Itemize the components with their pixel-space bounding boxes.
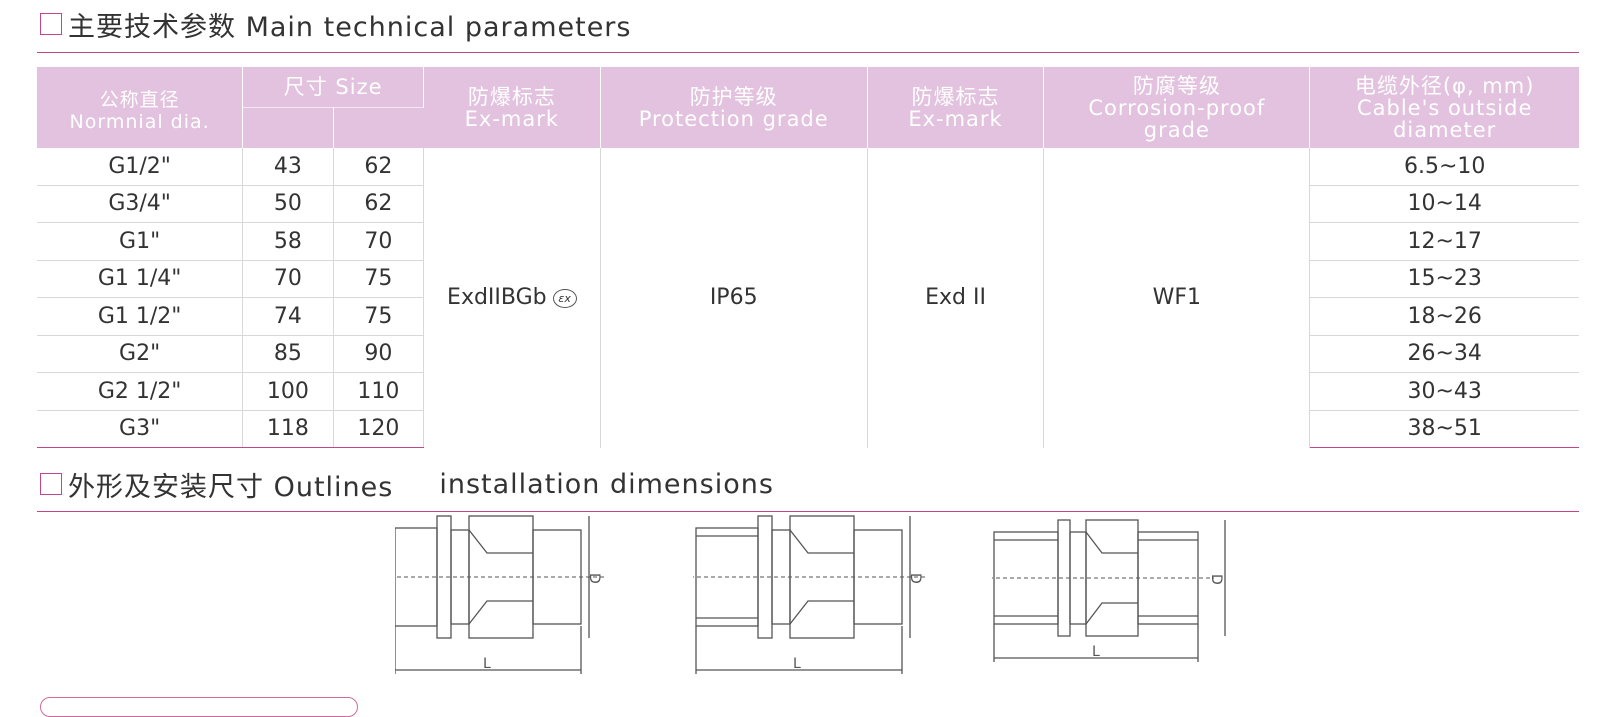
header-size-sub-1 [242,106,334,148]
cell-size-1: 50 [242,184,334,223]
outline-drawing-1: L D [395,515,605,674]
cell-dia: G1/2" [37,148,244,185]
cell-size-2: 90 [333,334,425,373]
cell-size-1: 100 [242,372,334,410]
cell-corrosion: WF1 [1043,148,1311,448]
header-corrosion-en2: grade [1143,117,1210,142]
section-title-parameters-text: 主要技术参数 Main technical parameters [68,11,632,43]
header-nominal-dia-en: Normnial dia. [69,110,210,133]
cell-size-2: 75 [333,297,425,335]
header-corrosion: 防腐等级 Corrosion-proof grade [1043,67,1311,148]
cell-size-2: 120 [333,409,425,448]
header-exmark-2-cn: 防爆标志 [911,84,1000,109]
header-size-sub-2 [333,106,424,148]
cell-size-1: 118 [242,409,334,448]
cell-cable: 26~34 [1309,334,1579,373]
header-protection-en: Protection grade [638,106,829,131]
section-title-outlines: 外形及安装尺寸 Outlines installation dimensions [40,466,774,503]
cell-size-1: 58 [242,222,334,260]
header-protection: 防护等级 Protection grade [600,67,868,148]
table-row: G2" 85 90 26~34 [37,334,1579,373]
section-divider [37,52,1579,53]
cell-cable: 6.5~10 [1403,153,1486,179]
cell-size-2: 62 [333,184,425,223]
header-exmark-2-en: Ex-mark [908,106,1003,131]
cell-size-1: 74 [242,297,334,335]
exmark-1-text: ExdIIBGb [447,285,547,311]
cell-dia: G1" [37,222,244,260]
header-exmark-1-cn: 防爆标志 [467,84,556,109]
parameters-table: 公称直径 Normnial dia. 尺寸 Size 防爆标志 Ex-mark … [37,67,1579,448]
table-row: G3/4" 50 62 10~14 [37,184,1579,223]
cell-protection: IP65 [600,148,868,448]
header-exmark-1-en: Ex-mark [464,106,560,131]
dimension-label-diameter: D [907,573,923,584]
header-size: 尺寸 Size [242,67,425,107]
cell-cable: 38~51 [1309,409,1579,448]
cell-cable: 15~23 [1309,259,1579,298]
table-row: G1" 58 70 12~17 [37,222,1579,260]
ex-symbol-icon: εx [552,288,577,308]
checkbox-square-icon [40,473,62,495]
drawing-body [395,527,438,627]
header-cable-cn: 电缆外径(φ, mm) [1354,73,1535,98]
table-row: G2 1/2" 100 110 30~43 [37,372,1579,410]
dimension-label-diameter: D [586,573,602,584]
header-exmark-2: 防爆标志 Ex-mark [867,67,1045,148]
table-row: G1 1/2" 74 75 18~26 [37,297,1579,335]
section-divider [37,511,1579,512]
cell-size-2: 70 [333,222,425,260]
next-section-frame [40,697,358,717]
table-row: G3" 118 120 38~51 [37,409,1579,448]
section-title-outlines-b: installation dimensions [439,468,774,500]
dimension-label-length: L [483,656,491,672]
header-corrosion-en: Corrosion-proof [1088,95,1266,120]
section-title-outlines-a: 外形及安装尺寸 Outlines [68,471,394,503]
cell-size-2: 110 [333,372,425,410]
dimension-label-diameter: D [1208,574,1224,585]
cell-dia: G3" [37,409,244,448]
table-row: G1 1/4" 70 75 15~23 [37,259,1579,298]
outline-drawing-3: L D [992,519,1226,662]
dimension-label-length: L [1092,644,1100,660]
header-corrosion-cn: 防腐等级 [1132,73,1221,98]
dimension-label-length: L [793,656,801,672]
header-cable-en: Cable's outside [1356,95,1533,120]
cell-cable: 18~26 [1309,297,1579,335]
cell-size-1: 70 [242,259,334,298]
cell-dia: G3/4" [37,184,244,223]
cell-size-1: 85 [242,334,334,373]
cell-dia: G2" [37,334,244,373]
cell-dia: G1 1/4" [37,259,244,298]
cell-size-1: 43 [242,148,334,185]
checkbox-square-icon [40,13,62,35]
header-nominal-dia: 公称直径 Normnial dia. [37,67,244,148]
header-protection-cn: 防护等级 [689,84,778,109]
outline-drawing-2: L D [693,515,925,674]
cell-dia: G2 1/2" [37,372,244,410]
cell-cable: 12~17 [1309,222,1579,260]
cell-cable: 10~14 [1309,184,1579,223]
section-title-parameters: 主要技术参数 Main technical parameters [40,6,632,43]
cell-exmark-2: Exd II [867,148,1045,448]
header-cable-diameter: 电缆外径(φ, mm) Cable's outside diameter [1309,67,1579,148]
cell-cable: 30~43 [1309,372,1579,410]
header-exmark-1: 防爆标志 Ex-mark [423,67,601,148]
header-cable-en2: diameter [1393,117,1497,142]
header-nominal-dia-cn: 公称直径 [99,88,180,111]
cell-size-2: 62 [333,148,425,185]
cell-dia: G1 1/2" [37,297,244,335]
cell-size-2: 75 [333,259,425,298]
